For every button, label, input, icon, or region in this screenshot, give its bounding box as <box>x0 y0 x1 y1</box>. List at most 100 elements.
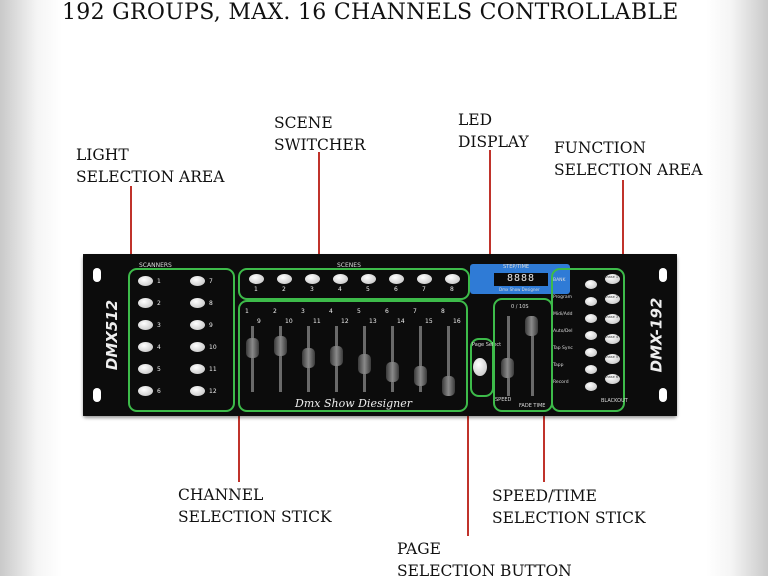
scanners-label: SCANNERS <box>139 262 172 269</box>
function-label: Record <box>553 380 569 385</box>
chase-label: Chase 1 <box>604 275 619 279</box>
leader-speed <box>543 368 545 482</box>
fader-number-bottom: 15 <box>425 318 433 325</box>
scanner-number: 9 <box>209 322 213 329</box>
scanner-number: 4 <box>157 344 161 351</box>
chase-button[interactable] <box>605 334 620 344</box>
scanner-number: 6 <box>157 388 161 395</box>
scanner-button[interactable] <box>190 276 205 286</box>
function-button[interactable] <box>585 382 597 391</box>
channel-fader-knob[interactable] <box>442 376 455 396</box>
chase-button[interactable] <box>605 294 620 304</box>
callout-light-line2: SELECTION AREA <box>76 168 225 186</box>
chase-button[interactable] <box>605 274 620 284</box>
scanner-button[interactable] <box>190 342 205 352</box>
fade-fader-knob[interactable] <box>525 316 538 336</box>
scanner-number: 12 <box>209 388 217 395</box>
fader-slot <box>419 326 422 392</box>
leader-function <box>622 180 624 280</box>
page-select-label: Page Select <box>472 342 502 348</box>
channel-fader-knob[interactable] <box>414 366 427 386</box>
channel-fader-knob[interactable] <box>358 354 371 374</box>
speed-fader-knob[interactable] <box>501 358 514 378</box>
callout-speed-line2: SELECTION STICK <box>492 509 646 527</box>
function-button[interactable] <box>585 297 597 306</box>
chase-button[interactable] <box>605 314 620 324</box>
scene-button[interactable] <box>333 274 348 284</box>
scanner-button[interactable] <box>138 386 153 396</box>
left-brand-label: DMX512 <box>103 299 122 371</box>
callout-channel-line1: CHANNEL <box>178 486 264 504</box>
scene-button[interactable] <box>445 274 460 284</box>
right-brand-label: DMX-192 <box>647 297 666 373</box>
channel-fader-knob[interactable] <box>386 362 399 382</box>
scanner-button[interactable] <box>190 364 205 374</box>
mount-hole <box>93 388 101 402</box>
scanner-number: 11 <box>209 366 217 373</box>
scanner-button[interactable] <box>138 342 153 352</box>
fader-number-top: 7 <box>413 308 417 315</box>
headline: 192 GROUPS, MAX. 16 CHANNELS CONTROLLABL… <box>62 0 679 25</box>
function-selection-zone <box>551 268 625 412</box>
channel-fader-knob[interactable] <box>330 346 343 366</box>
fader-number-top: 2 <box>273 308 277 315</box>
fader-number-bottom: 16 <box>453 318 461 325</box>
scene-button[interactable] <box>417 274 432 284</box>
display-title: STEP/TIME <box>503 264 530 270</box>
mount-hole <box>93 268 101 282</box>
callout-page-button: PAGE SELECTION BUTTON <box>397 538 572 582</box>
scene-switcher-zone <box>238 268 470 300</box>
speed-label: SPEED <box>495 397 512 403</box>
scene-button[interactable] <box>249 274 264 284</box>
channel-fader-knob[interactable] <box>274 336 287 356</box>
function-button[interactable] <box>585 280 597 289</box>
channel-fader-knob[interactable] <box>302 348 315 368</box>
scanner-button[interactable] <box>190 298 205 308</box>
scene-button[interactable] <box>389 274 404 284</box>
callout-led-line2: DISPLAY <box>458 133 529 151</box>
script-brand: Dmx Show Diesigner <box>295 397 413 410</box>
scanner-button[interactable] <box>190 320 205 330</box>
chase-label: Chase 2 <box>604 295 619 299</box>
function-button[interactable] <box>585 365 597 374</box>
fade-top-label: 0 / 10S <box>511 304 529 310</box>
page-select-button[interactable] <box>473 358 487 376</box>
fader-number-top: 3 <box>301 308 305 315</box>
scanner-number: 3 <box>157 322 161 329</box>
fader-slot <box>447 326 450 392</box>
fader-number-top: 8 <box>441 308 445 315</box>
function-label: Tap Sync <box>553 346 573 351</box>
channel-fader-knob[interactable] <box>246 338 259 358</box>
callout-light-selection: LIGHT SELECTION AREA <box>76 144 224 188</box>
leader-page <box>467 372 469 536</box>
scanner-button[interactable] <box>138 320 153 330</box>
fader-number-bottom: 12 <box>341 318 349 325</box>
chase-label: Chase 3 <box>604 315 619 319</box>
callout-speed-line1: SPEED/TIME <box>492 487 597 505</box>
function-button[interactable] <box>585 348 597 357</box>
function-button[interactable] <box>585 331 597 340</box>
mount-hole <box>659 268 667 282</box>
scanner-number: 8 <box>209 300 213 307</box>
scanner-button[interactable] <box>190 386 205 396</box>
fader-slot <box>391 326 394 392</box>
callout-scene-switcher: SCENE SWITCHER <box>274 112 365 156</box>
function-button[interactable] <box>585 314 597 323</box>
chase-button[interactable] <box>605 374 620 384</box>
scene-button[interactable] <box>361 274 376 284</box>
chase-label: Chase 5 <box>604 355 619 359</box>
callout-function-line2: SELECTION AREA <box>554 161 703 179</box>
callout-channel-line2: SELECTION STICK <box>178 508 332 526</box>
fader-number-top: 5 <box>357 308 361 315</box>
scene-button[interactable] <box>305 274 320 284</box>
chase-button[interactable] <box>605 354 620 364</box>
scanner-button[interactable] <box>138 276 153 286</box>
scanner-button[interactable] <box>138 298 153 308</box>
speed-slot <box>507 316 510 396</box>
scanner-button[interactable] <box>138 364 153 374</box>
scene-number: 8 <box>450 286 454 293</box>
led-display-digits: 8888 <box>494 273 548 286</box>
scanner-number: 2 <box>157 300 161 307</box>
scene-button[interactable] <box>277 274 292 284</box>
fader-number-bottom: 9 <box>257 318 261 325</box>
